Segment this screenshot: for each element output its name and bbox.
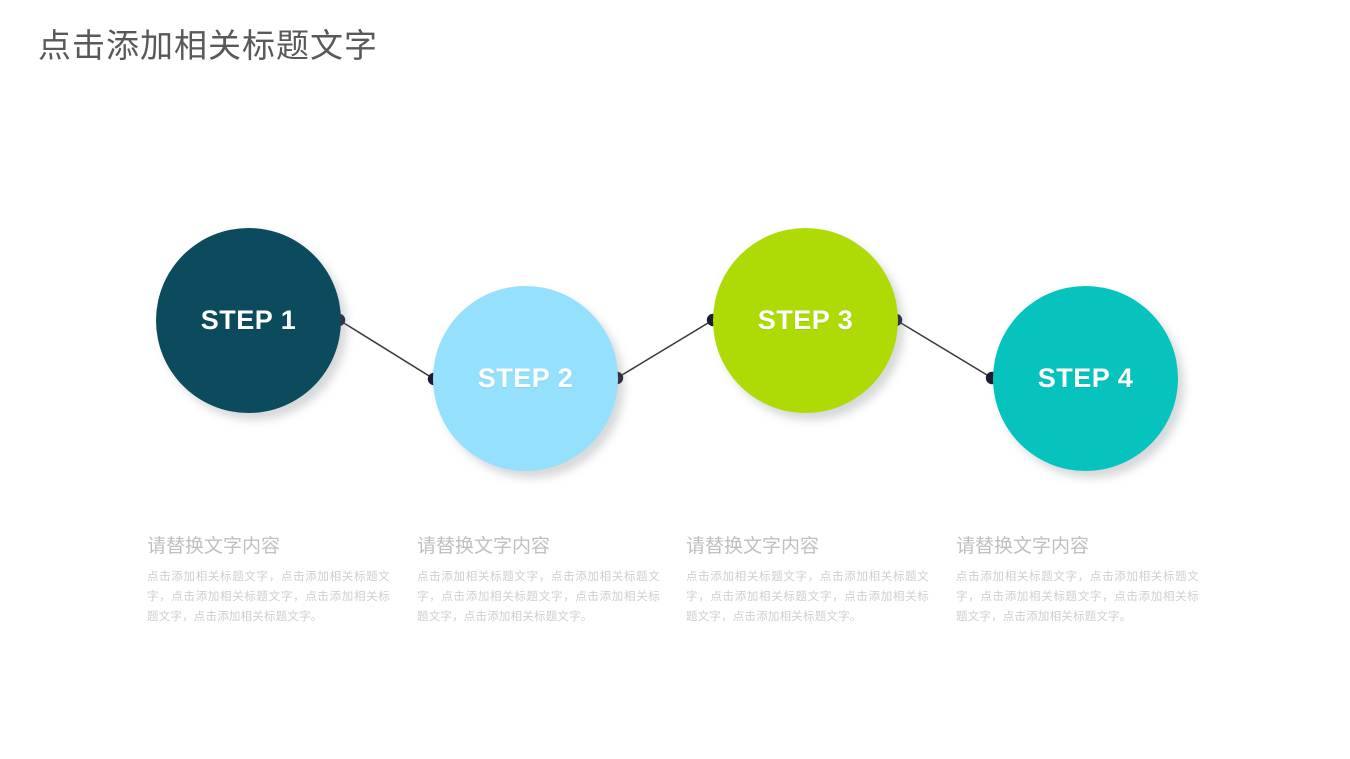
caption-row: 请替换文字内容 点击添加相关标题文字，点击添加相关标题文字，点击添加相关标题文字… — [0, 533, 1350, 653]
caption-heading-3: 请替换文字内容 — [686, 536, 820, 557]
connector-2 — [610, 313, 720, 385]
step-label-4: STEP 4 — [1037, 363, 1134, 393]
step-circle-1[interactable]: STEP 1 — [156, 228, 341, 413]
caption-block-1: 请替换文字内容 点击添加相关标题文字，点击添加相关标题文字，点击添加相关标题文字… — [147, 533, 390, 627]
caption-body-3: 点击添加相关标题文字，点击添加相关标题文字，点击添加相关标题文字，点击添加相关标… — [686, 571, 929, 623]
step-label-3: STEP 3 — [757, 305, 854, 335]
caption-block-4: 请替换文字内容 点击添加相关标题文字，点击添加相关标题文字，点击添加相关标题文字… — [956, 533, 1199, 627]
caption-body-1: 点击添加相关标题文字，点击添加相关标题文字，点击添加相关标题文字，点击添加相关标… — [147, 571, 390, 623]
step-circle-3[interactable]: STEP 3 — [713, 228, 898, 413]
connector-3 — [889, 313, 999, 385]
step-circle-2[interactable]: STEP 2 — [433, 286, 618, 471]
step-label-2: STEP 2 — [477, 363, 574, 393]
caption-heading-2: 请替换文字内容 — [417, 536, 551, 557]
connector-1 — [332, 313, 441, 386]
caption-block-2: 请替换文字内容 点击添加相关标题文字，点击添加相关标题文字，点击添加相关标题文字… — [417, 533, 660, 627]
caption-block-3: 请替换文字内容 点击添加相关标题文字，点击添加相关标题文字，点击添加相关标题文字… — [686, 533, 929, 627]
caption-body-4: 点击添加相关标题文字，点击添加相关标题文字，点击添加相关标题文字，点击添加相关标… — [956, 571, 1199, 623]
caption-heading-1: 请替换文字内容 — [147, 536, 281, 557]
caption-heading-4: 请替换文字内容 — [956, 536, 1090, 557]
step-label-1: STEP 1 — [200, 305, 297, 335]
step-circle-4[interactable]: STEP 4 — [993, 286, 1178, 471]
caption-body-2: 点击添加相关标题文字，点击添加相关标题文字，点击添加相关标题文字，点击添加相关标… — [417, 571, 660, 623]
page-title: 点击添加相关标题文字 — [38, 27, 378, 64]
